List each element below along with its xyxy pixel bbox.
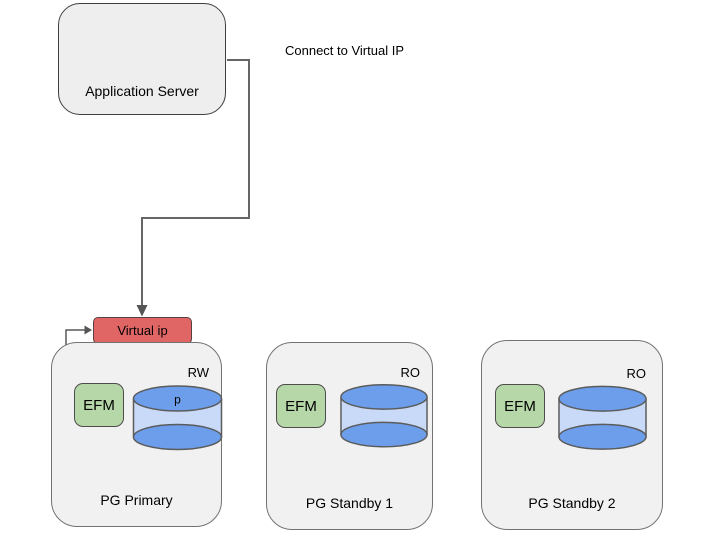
efm-box: EFM [74,383,124,427]
pg-primary-label: PG Primary [100,492,173,508]
efm-box: EFM [495,384,545,428]
efm-label: EFM [285,397,317,415]
pg-primary-node: RW EFM p PG Primary [51,342,223,527]
db-label: p [174,393,181,407]
pg-standby-2-label: PG Standby 2 [528,495,616,511]
connection-note: Connect to Virtual IP [285,43,404,58]
access-mode-label: RW [187,365,209,380]
pg-standby-1-node: RO EFM PG Standby 1 [266,342,433,530]
app-server-node: Application Server [58,3,226,115]
efm-label: EFM [504,397,536,415]
efm-box: EFM [276,384,326,428]
virtual-ip-node: Virtual ip [93,317,192,344]
arrow-right-icon [84,325,92,335]
arrow-down-icon [136,305,148,317]
virtual-ip-label: Virtual ip [117,323,168,338]
access-mode-label: RO [626,366,647,381]
database-cylinder-icon [340,383,428,448]
database-cylinder-icon [558,385,647,450]
access-mode-label: RO [400,365,421,380]
app-server-label: Application Server [85,83,199,99]
efm-label: EFM [83,396,115,414]
pg-standby-1-label: PG Standby 1 [305,495,394,511]
pg-standby-2-node: RO EFM PG Standby 2 [481,340,663,530]
database-cylinder-icon: p [132,385,223,451]
